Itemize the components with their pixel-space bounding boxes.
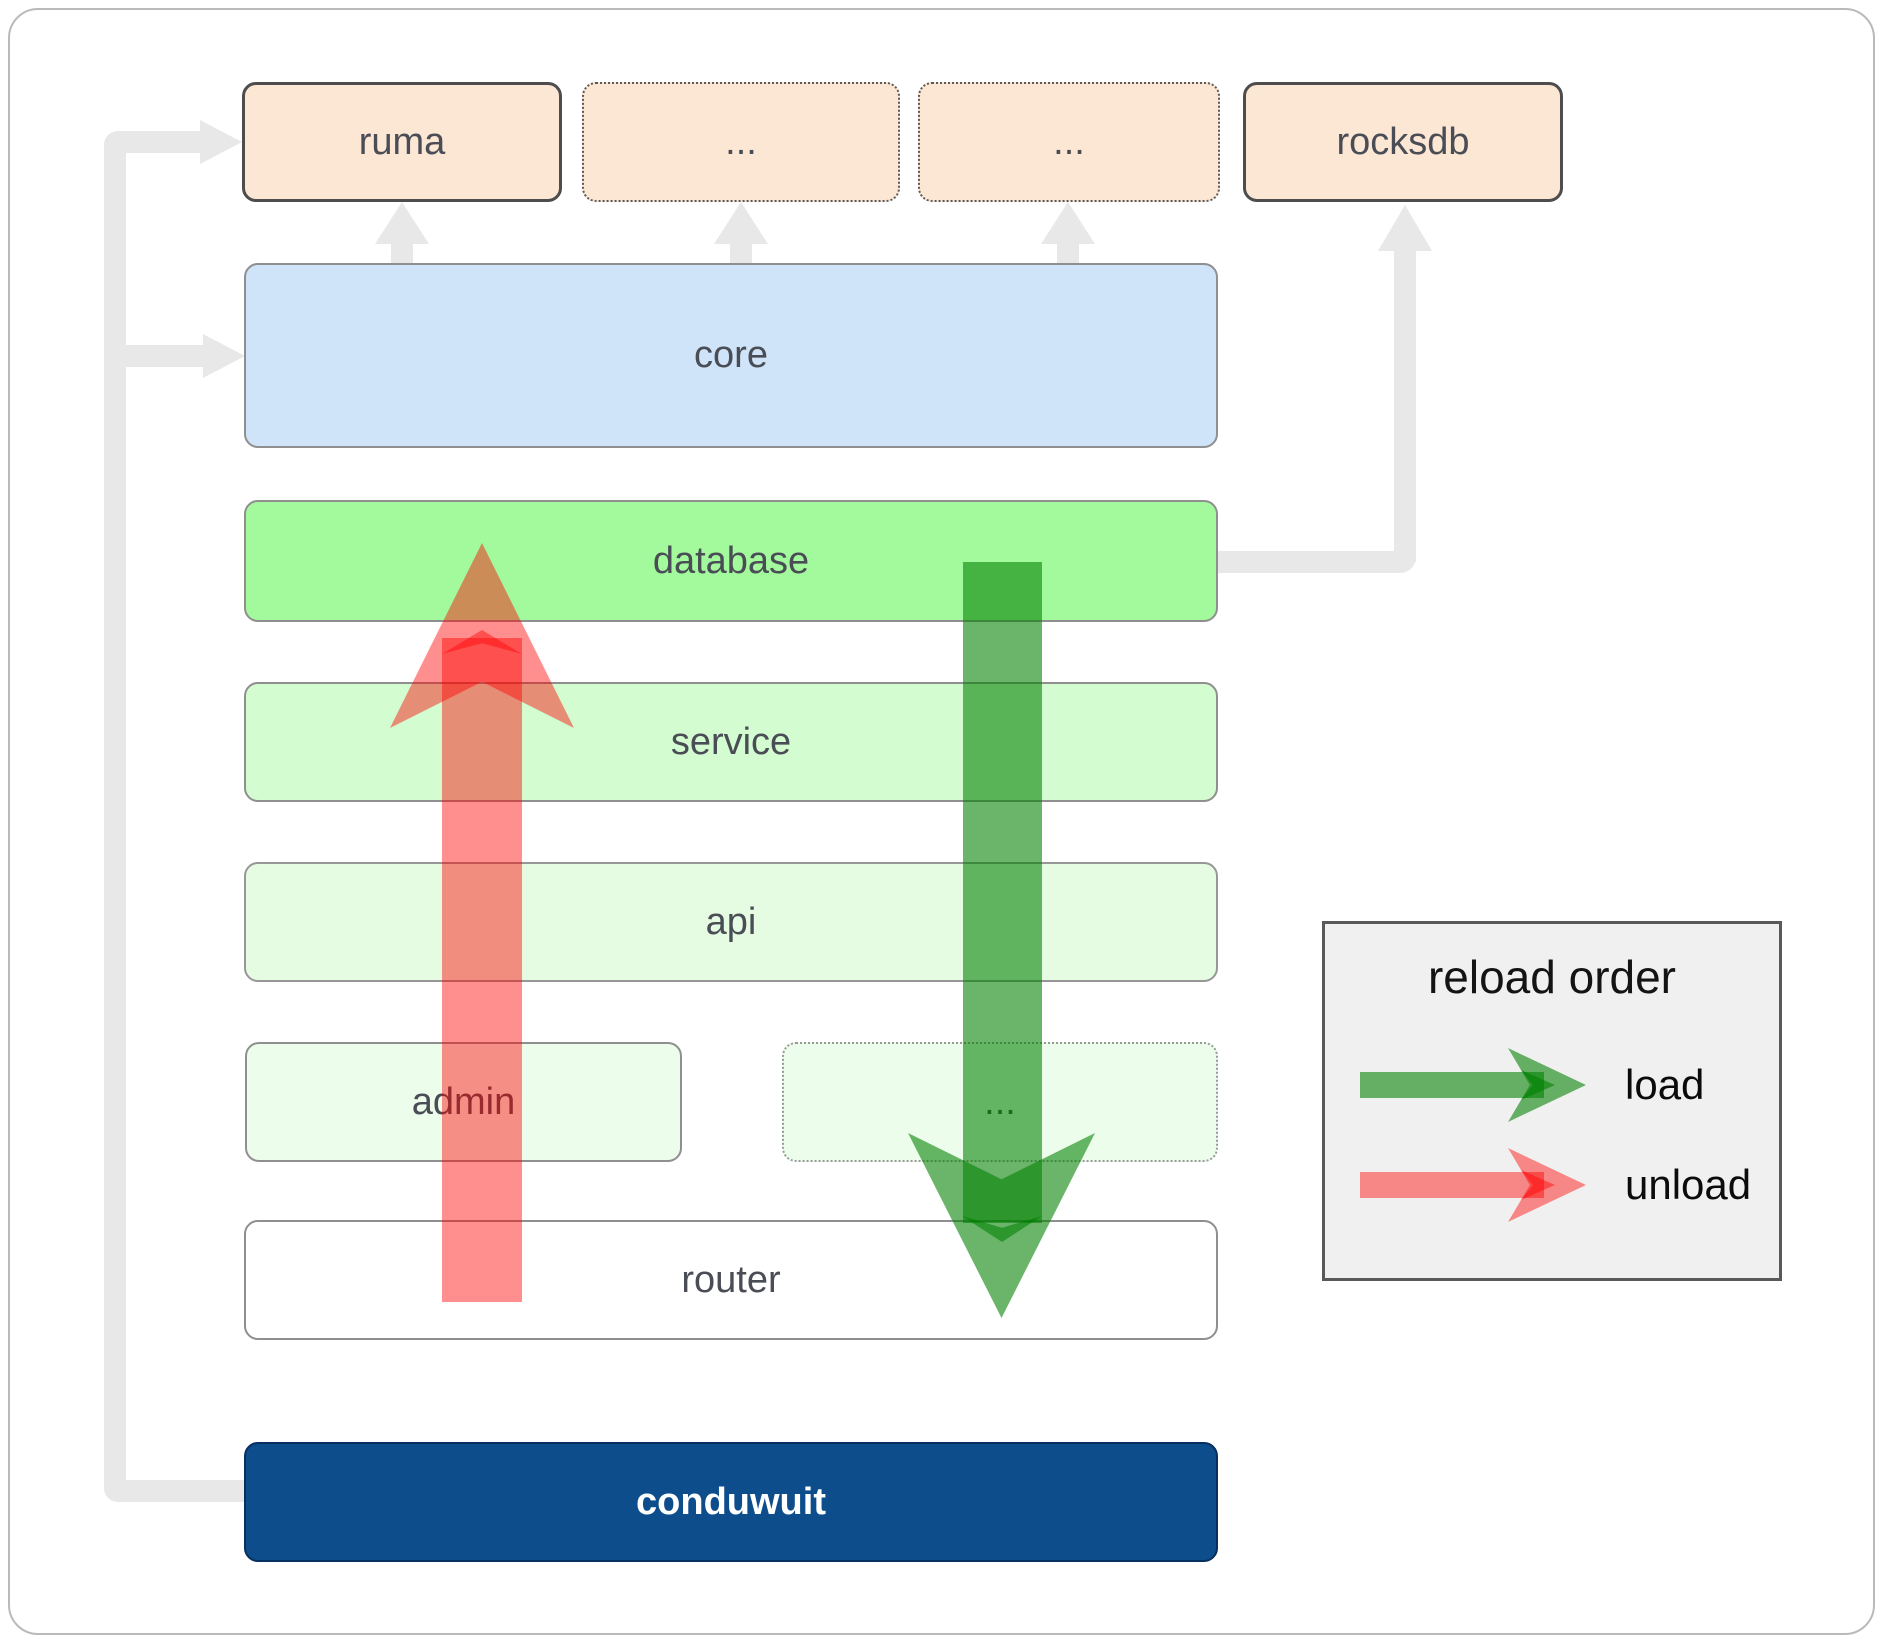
load-arrow-shaft bbox=[963, 562, 1042, 1223]
legend: reload order load unload bbox=[1322, 921, 1782, 1281]
legend-unload-arrow-shaft bbox=[1360, 1172, 1544, 1198]
box-api: api bbox=[244, 862, 1218, 982]
box-ruma: ruma bbox=[242, 82, 562, 202]
box-ellipsis-top-2: ... bbox=[918, 82, 1220, 202]
connector-branch-to-ruma bbox=[104, 131, 200, 153]
box-service: service bbox=[244, 682, 1218, 802]
connector-core-to-dots1 bbox=[730, 243, 752, 264]
legend-load-label: load bbox=[1625, 1061, 1705, 1108]
box-router: router bbox=[244, 1220, 1218, 1340]
box-database: database bbox=[244, 500, 1218, 622]
box-rocksdb: rocksdb bbox=[1243, 82, 1563, 202]
box-database-label: database bbox=[652, 539, 810, 582]
box-admin: admin bbox=[245, 1042, 682, 1162]
connector-database-to-rocksdb-vertical bbox=[1394, 250, 1416, 562]
box-ruma-label: ruma bbox=[358, 120, 446, 163]
box-core: core bbox=[244, 263, 1218, 448]
box-rocksdb-label: rocksdb bbox=[1336, 120, 1470, 163]
connector-database-to-rocksdb-horizontal bbox=[1218, 551, 1416, 573]
legend-unload-label: unload bbox=[1625, 1161, 1752, 1208]
box-conduwuit-label: conduwuit bbox=[636, 1480, 826, 1523]
connector-branch-to-core bbox=[104, 345, 203, 367]
legend-title: reload order bbox=[1427, 951, 1677, 1003]
box-conduwuit: conduwuit bbox=[244, 1442, 1218, 1562]
connector-left-vertical-line bbox=[104, 131, 126, 1502]
connector-core-to-dots2 bbox=[1057, 243, 1079, 264]
box-ellipsis-top-1: ... bbox=[582, 82, 900, 202]
connector-branch-from-conduwuit bbox=[104, 1480, 245, 1502]
box-admin-label: admin bbox=[411, 1080, 516, 1123]
box-api-label: api bbox=[705, 900, 757, 943]
outer-frame bbox=[8, 8, 1875, 1635]
unload-arrow-shaft bbox=[442, 638, 522, 1302]
box-core-label: core bbox=[694, 334, 768, 376]
box-ellipsis-top-2-label: ... bbox=[1053, 120, 1085, 163]
box-ellipsis-top-1-label: ... bbox=[725, 120, 757, 163]
connector-core-to-ruma bbox=[391, 243, 413, 264]
legend-load-arrow-shaft bbox=[1360, 1072, 1544, 1098]
box-router-label: router bbox=[681, 1258, 781, 1301]
box-service-label: service bbox=[670, 720, 792, 763]
